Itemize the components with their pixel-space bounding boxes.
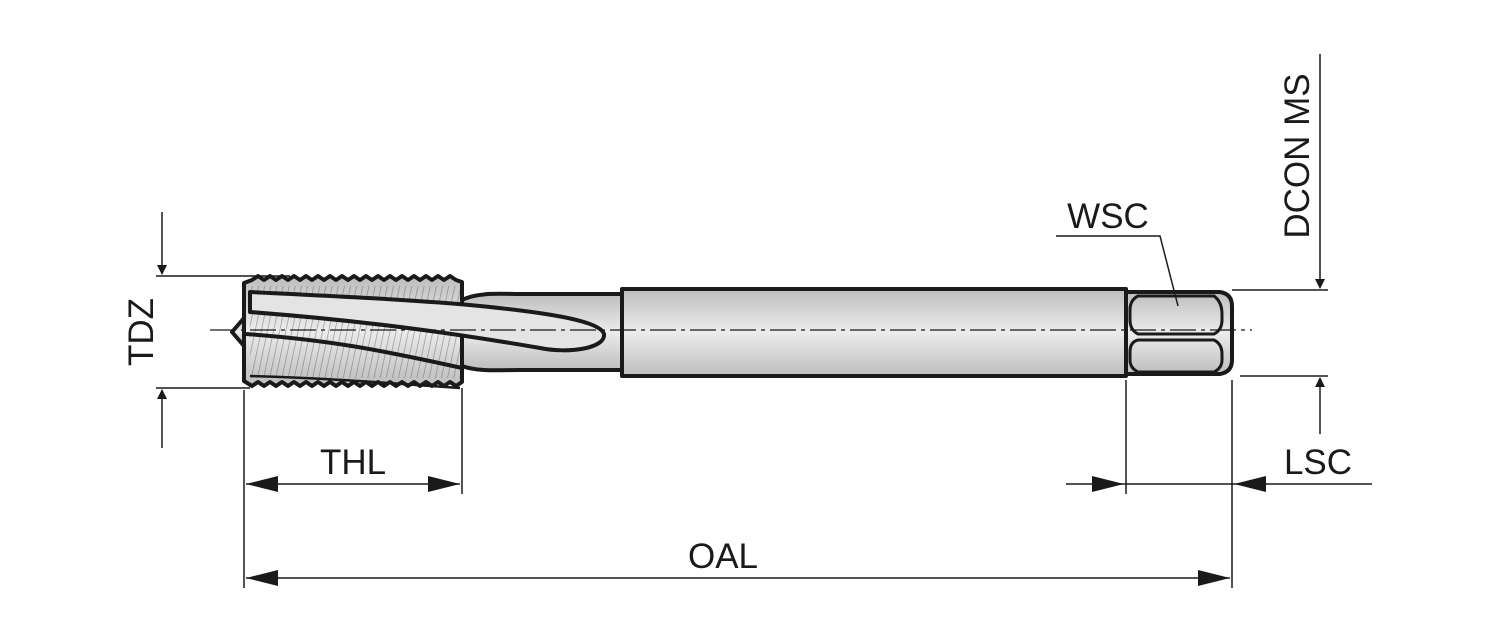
- tap-tip: [230, 316, 246, 348]
- dimension-lines: [156, 54, 1372, 588]
- label-oal: OAL: [688, 537, 758, 576]
- label-thl: THL: [320, 443, 386, 482]
- wsc-leader: [1056, 235, 1179, 307]
- square-drive-upper-flat: [1128, 294, 1224, 336]
- flute-edge-upper: [245, 332, 463, 370]
- lsc-arrow-right: [1234, 476, 1266, 492]
- flute-edge-lower: [249, 374, 461, 390]
- tap-shank: [620, 287, 1128, 378]
- label-dcon-ms: DCON MS: [1278, 73, 1317, 238]
- thl-arrow-right: [428, 476, 460, 492]
- square-drive-lower-flat: [1128, 338, 1224, 374]
- spiral-flute: [248, 290, 606, 353]
- label-lsc: LSC: [1284, 443, 1352, 482]
- oal-arrow-right: [1198, 570, 1230, 586]
- oal-arrow-left: [246, 570, 278, 586]
- label-tdz: TDZ: [122, 298, 161, 366]
- thl-arrow-left: [246, 476, 278, 492]
- lsc-arrow-left: [1092, 476, 1124, 492]
- tap-body: [230, 274, 1234, 390]
- label-wsc: WSC: [1067, 197, 1149, 236]
